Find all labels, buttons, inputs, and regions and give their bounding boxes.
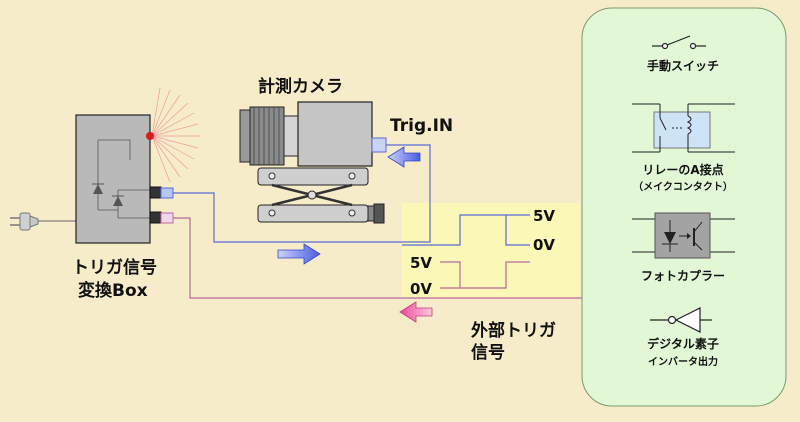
- legend-panel: [581, 7, 787, 407]
- inverter-symbol-icon: [650, 307, 712, 333]
- legend-photocoupler-label: フォトカプラー: [641, 268, 725, 283]
- trigger-converter-box: [75, 114, 154, 244]
- box-label-line1: トリガ信号: [72, 257, 157, 278]
- voltage-high-top: 5V: [533, 207, 555, 225]
- arrow-right-icon: [277, 243, 321, 265]
- waveform-panel: [402, 203, 580, 298]
- legend-digital-sublabel: インバータ出力: [648, 355, 718, 368]
- legend-relay-label: リレーのA接点: [642, 162, 723, 177]
- arrow-left-icon: [387, 146, 421, 168]
- box-port-blue: [160, 187, 174, 199]
- relay-symbol-icon: [632, 103, 735, 153]
- waveform-pink: [440, 261, 530, 289]
- legend-digital-label: デジタル素子: [647, 336, 719, 351]
- box-label-line2: 変換Box: [78, 280, 148, 301]
- voltage-low-bottom: 0V: [410, 280, 432, 298]
- phototransistor-icon: [113, 196, 123, 206]
- lab-jack: [257, 167, 385, 224]
- switch-symbol-icon: [652, 35, 706, 50]
- voltage-high-bottom: 5V: [410, 254, 432, 272]
- photocoupler-symbol-icon: [632, 212, 735, 259]
- box-connector-bottom: [149, 211, 162, 224]
- box-connector-top: [149, 186, 162, 199]
- waveform-blue: [402, 214, 530, 246]
- external-line-pink: [173, 217, 582, 299]
- box-port-pink: [160, 212, 174, 224]
- led-indicator: [146, 132, 154, 140]
- arrow-left-pink-icon: [399, 301, 433, 323]
- trig-in-label: Trig.IN: [390, 116, 453, 136]
- external-trigger-label-line1: 外部トリガ: [471, 320, 556, 341]
- camera-lens: [249, 106, 285, 166]
- led-light-rays: [151, 87, 200, 183]
- camera-label: 計測カメラ: [258, 76, 343, 97]
- external-trigger-label-line2: 信号: [471, 342, 505, 363]
- camera-trigger-port: [371, 137, 387, 153]
- diode-icon: [93, 184, 103, 194]
- legend-relay-sublabel: （メイクコンタクト）: [633, 180, 733, 193]
- voltage-low-top: 0V: [533, 236, 555, 254]
- camera: [239, 101, 387, 167]
- camera-body: [297, 101, 373, 167]
- power-plug-icon: [10, 212, 76, 231]
- legend-switch-label: 手動スイッチ: [647, 58, 719, 73]
- trigger-line-blue: [173, 144, 431, 243]
